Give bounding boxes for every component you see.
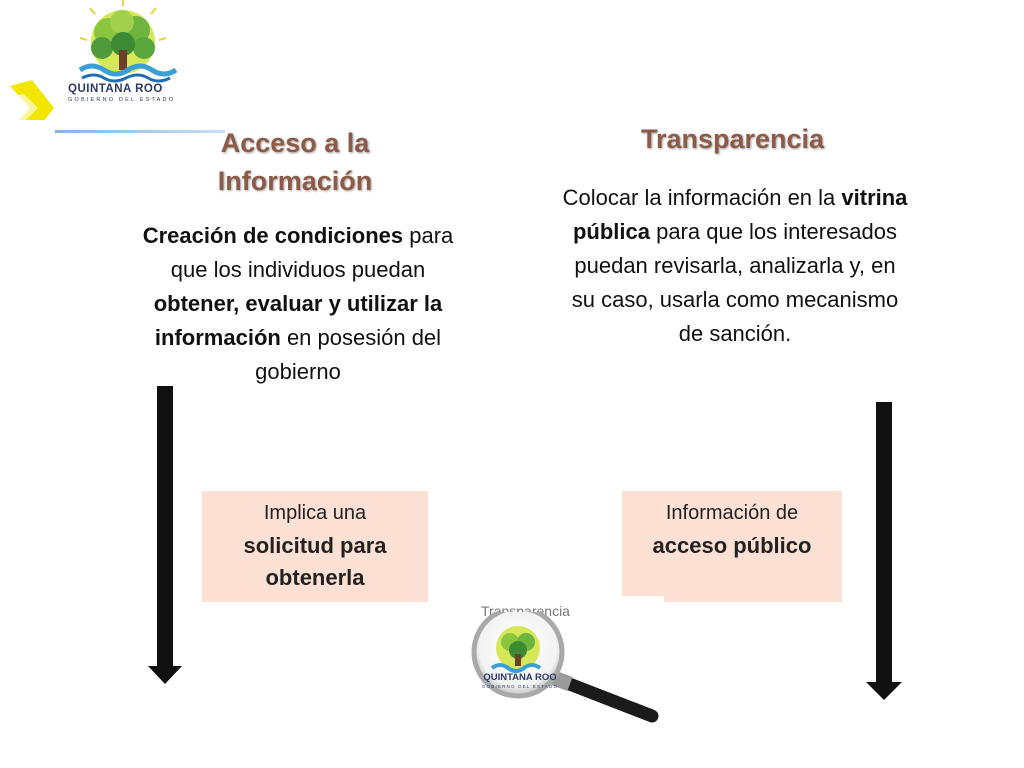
right-text-1: Colocar la información en la: [562, 185, 842, 210]
right-note-notch: [622, 596, 664, 602]
tree-logo-icon: [10, 0, 178, 120]
left-heading: Acceso a la Información: [217, 128, 373, 196]
left-note-line: Implica una: [263, 502, 367, 524]
left-text-bold-1: Creación de condiciones: [142, 223, 404, 248]
magnifier-logo-name: QUINTANA ROO: [483, 672, 557, 683]
right-text-bold: vitrina pública: [572, 185, 908, 244]
logo-name: QUINTANA ROO: [68, 83, 163, 95]
left-text-2: en posesión del gobierno: [255, 325, 442, 384]
right-heading: Transparencia: [640, 124, 825, 154]
left-text-1: para que los individuos puedan: [170, 223, 454, 282]
right-down-arrow-icon: [866, 402, 902, 700]
left-text-bold-2: obtener, evaluar y utilizar la informaci…: [153, 291, 443, 350]
logo-panel: [10, 0, 215, 120]
right-description: Colocar la información en la vitrina púb…: [560, 181, 910, 351]
left-description: Creación de condiciones para que los ind…: [138, 219, 458, 389]
left-note-box: Implica una solicitud para obtenerla: [202, 491, 428, 602]
left-down-arrow-icon: [148, 386, 182, 684]
right-note-box: Información de acceso público: [622, 491, 842, 602]
header-divider: [55, 130, 225, 133]
right-text-2: para que los interesados puedan revisarl…: [571, 219, 899, 346]
magnifier-icon: [471, 612, 659, 723]
magnifier-logo-subtitle: GOBIERNO DEL ESTADO: [481, 684, 559, 689]
logo-subtitle: GOBIERNO DEL ESTADO: [68, 97, 176, 103]
left-note-bold: solicitud para obtenerla: [243, 533, 387, 590]
right-note-line: Información de: [665, 502, 799, 524]
right-note-bold: acceso público: [652, 533, 812, 558]
